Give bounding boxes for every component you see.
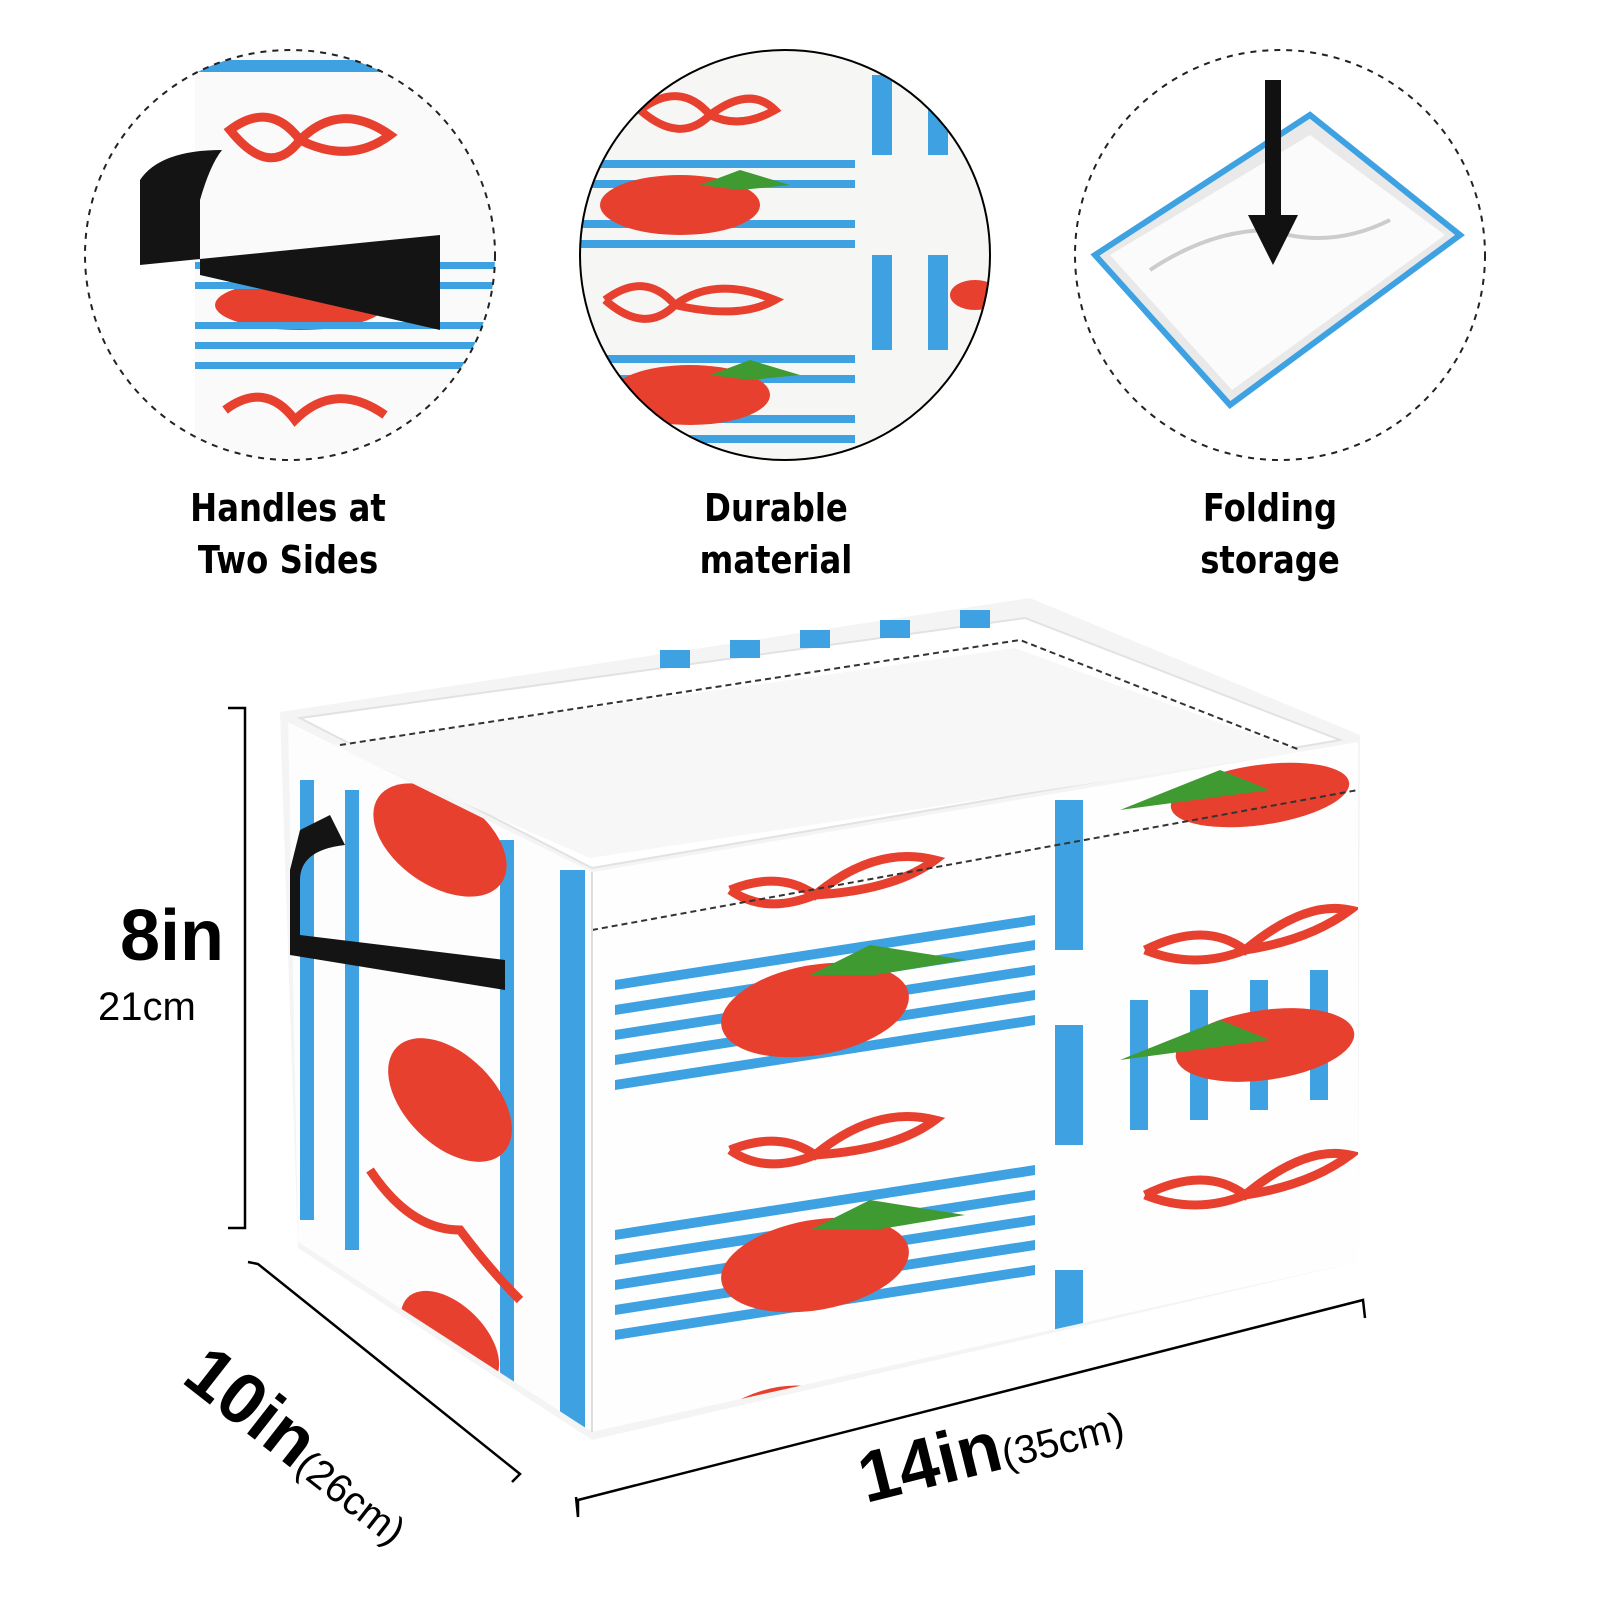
- height-inches: 8in: [120, 896, 225, 976]
- caption-line: Handles at: [190, 486, 386, 530]
- basket-handle: [290, 815, 505, 990]
- storage-basket: [280, 598, 1360, 1440]
- caption-line: material: [699, 538, 853, 582]
- dimension-lines: [228, 706, 1367, 1518]
- height-cm: 21cm: [98, 985, 196, 1029]
- feature-caption-material: Durable material: [640, 482, 912, 586]
- folding-closeup: [1090, 80, 1465, 410]
- fabric-closeup: [580, 50, 990, 460]
- caption-line: Folding: [1202, 486, 1338, 530]
- handle-closeup: [140, 50, 495, 460]
- feature-caption-handles: Handles at Two Sides: [152, 482, 424, 586]
- caption-line: storage: [1200, 538, 1340, 582]
- caption-line: Two Sides: [197, 538, 379, 582]
- caption-line: Durable: [704, 486, 848, 530]
- feature-caption-folding: Folding storage: [1134, 482, 1406, 586]
